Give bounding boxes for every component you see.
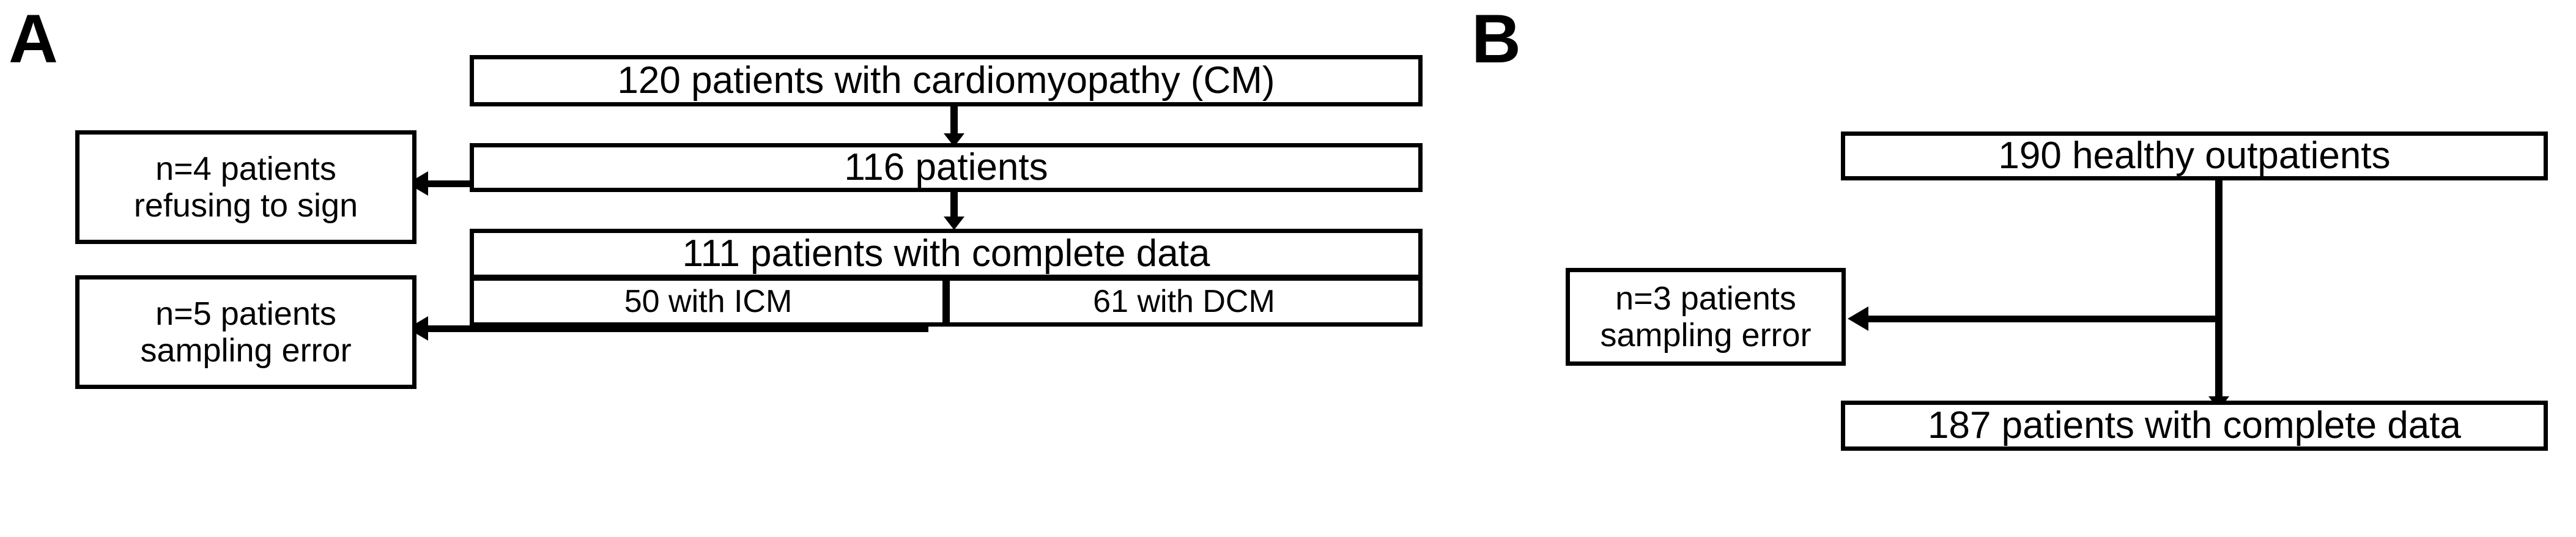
box-a-exclusion-2: n=5 patients sampling error [75,275,416,389]
box-a-subgroup-icm-label: 50 with ICM [624,283,793,319]
box-a-subgroup-icm: 50 with ICM [470,276,947,327]
box-a-source-label: 120 patients with cardiomyopathy (CM) [617,59,1275,102]
panel-label-a: A [9,1,58,77]
exclusion-arrow-a-2 [428,325,928,332]
connector-a-2-arrowhead [944,217,964,230]
box-a-stage-2: 116 patients [470,143,1423,192]
box-a-exclusion-1-label: n=4 patients refusing to sign [133,150,358,224]
box-b-exclusion-1-label: n=3 patients sampling error [1600,280,1812,354]
box-b-final-label: 187 patients with complete data [1928,404,2461,447]
box-b-source: 190 healthy outpatients [1841,131,2548,180]
exclusion-arrow-b-1-arrowhead [1848,306,1868,331]
box-a-exclusion-2-label: n=5 patients sampling error [140,295,352,369]
connector-a-2 [950,192,958,219]
box-b-final: 187 patients with complete data [1841,401,2548,451]
box-b-source-label: 190 healthy outpatients [1998,135,2391,177]
box-a-subgroup-dcm-label: 61 with DCM [1093,283,1275,319]
connector-b-1 [2215,180,2223,402]
box-a-final-label: 111 patients with complete data [682,232,1210,275]
box-a-exclusion-1: n=4 patients refusing to sign [75,130,416,244]
connector-a-1 [950,106,958,136]
box-a-final: 111 patients with complete data [470,229,1423,279]
box-a-source: 120 patients with cardiomyopathy (CM) [470,55,1423,106]
panel-label-b: B [1471,1,1521,77]
exclusion-arrow-b-1 [1868,316,2217,322]
box-a-subgroup-dcm: 61 with DCM [946,276,1423,327]
box-b-exclusion-1: n=3 patients sampling error [1566,268,1846,366]
box-a-stage-2-label: 116 patients [844,146,1048,189]
